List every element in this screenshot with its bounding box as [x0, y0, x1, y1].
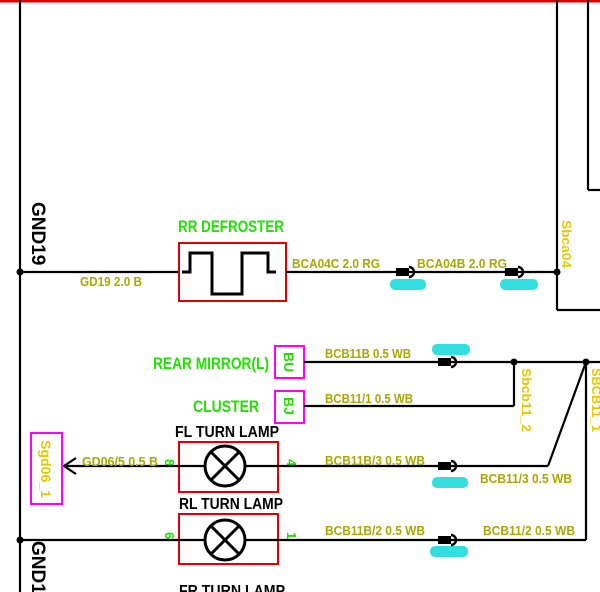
splice-label-sbcb11-right: SBCB11_1 — [589, 368, 600, 432]
wire-label-gd06-5: GD06/5 0.5 B — [82, 454, 158, 469]
defroster-symbol — [182, 251, 276, 296]
wire-label-gd19: GD19 2.0 B — [80, 274, 142, 289]
component-label-fr-turn-lamp: FR TURN LAMP — [179, 583, 285, 592]
pin-label: 8 — [162, 459, 177, 466]
component-label-rl-turn-lamp: RL TURN LAMP — [179, 496, 283, 513]
splice-box-sgd06-1 — [30, 432, 63, 505]
component-label-cluster: CLUSTER — [193, 397, 259, 416]
connector-label-bu: BU — [281, 352, 297, 372]
splice-label-sbcb11-2: Sbcb11_2 — [519, 368, 534, 432]
pin-label: 4 — [284, 459, 299, 467]
arrow-icon — [62, 457, 77, 475]
pin-label: 1 — [284, 532, 299, 539]
wire-label-bcb11b: BCB11B 0.5 WB — [325, 346, 411, 361]
lamp-icon — [203, 444, 247, 488]
lamp-icon-cross — [209, 524, 241, 556]
component-label-rr-defroster: RR DEFROSTER — [178, 217, 284, 236]
lamp-icon-cross — [209, 450, 241, 482]
lamp-icon — [203, 518, 247, 562]
splice-label-sbca04: Sbca04 — [559, 220, 574, 269]
wire-label-bcb11-2: BCB11/2 0.5 WB — [483, 523, 575, 538]
connector-label-bj: BJ — [281, 397, 297, 415]
inline-connector — [432, 344, 470, 369]
wire-label-bcb11b-2: BCB11B/2 0.5 WB — [325, 523, 425, 538]
wire-label-bcb11b-3: BCB11B/3 0.5 WB — [325, 453, 425, 468]
wire-label-bca04b: BCA04B 2.0 RG — [417, 256, 507, 271]
splice-label-sgd06-1: Sgd06_1 — [38, 440, 54, 498]
inline-connector — [390, 265, 426, 290]
inline-connector — [500, 265, 538, 290]
inline-connector — [430, 533, 468, 557]
component-label-fl-turn-lamp: FL TURN LAMP — [175, 424, 279, 441]
junction-dot — [553, 268, 561, 276]
wire-diagonal-bcb11-3 — [546, 361, 588, 467]
wire-label-bcb11-3: BCB11/3 0.5 WB — [480, 471, 572, 486]
pin-label: 6 — [162, 532, 177, 539]
component-label-rear-mirror: REAR MIRROR(L) — [153, 354, 269, 373]
ground-label-top: GND19 — [27, 202, 48, 265]
wire-label-bcb11-1: BCB11/1 0.5 WB — [325, 391, 413, 406]
inline-connector — [432, 459, 468, 488]
wire-label-bca04c: BCA04C 2.0 RG — [292, 256, 380, 271]
ground-label-bottom: GND1 — [27, 541, 48, 592]
